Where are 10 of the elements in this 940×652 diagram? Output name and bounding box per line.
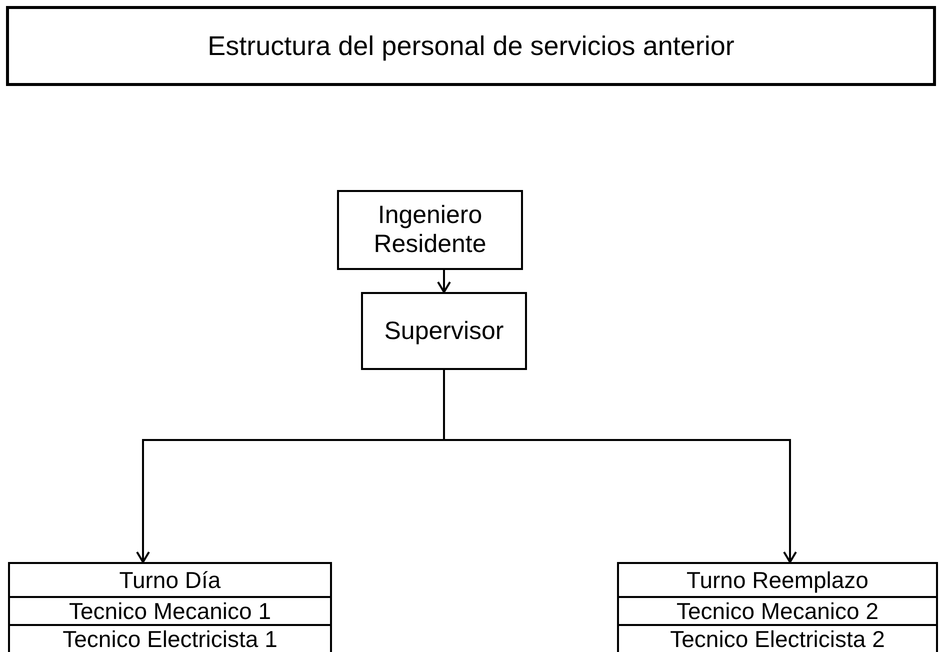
role-box: Supervisor [361,292,527,370]
title-banner: Estructura del personal de servicios anterior [6,6,936,86]
table-header: Turno Día [118,566,222,595]
table-row: Tecnico Electricista 1 [10,624,330,652]
role-box: Ingeniero Residente [337,190,523,270]
table-header: Turno Reemplazo [686,566,870,595]
arrow [437,270,451,293]
table-row: Tecnico Electricista 2 [619,624,936,652]
shift-table [8,562,332,652]
shift-table [617,562,938,652]
